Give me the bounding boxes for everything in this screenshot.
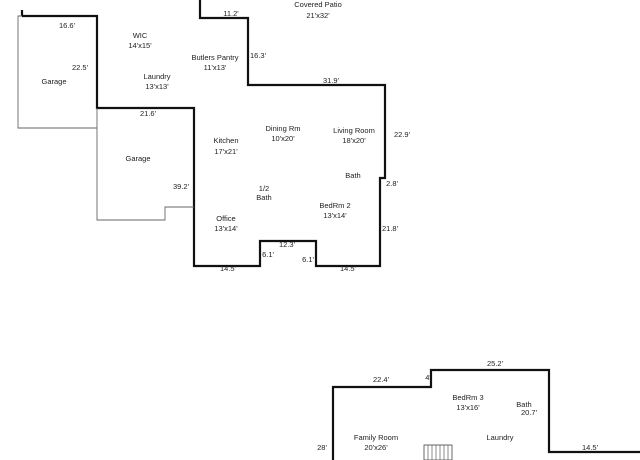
room-garage-lower-name: Garage [125,154,150,163]
room-bath-lower-name: Bath [516,400,531,409]
room-half-bath-name: 1/2 [259,184,269,193]
room-bedrm-2-size: 13'x14' [323,211,347,220]
room-wic-name: WIC [133,31,148,40]
room-covered-patio-name: Covered Patio [294,0,342,9]
lower-floor-outline [331,368,640,460]
room-butlers-pantry-name: Butlers Pantry [191,53,238,62]
room-covered-patio-size: 21'x32' [306,11,330,20]
dim-4: 4' [425,373,431,382]
dim-14-5-lower: 14.5' [582,443,599,452]
dim-22-9: 22.9' [394,130,411,139]
room-half-bath-label: Bath [256,193,271,202]
room-butlers-pantry-size: 11'x13' [204,63,227,72]
stairs-icon [423,444,453,460]
room-living-room-name: Living Room [333,126,375,135]
room-laundry-name: Laundry [143,72,170,81]
garage-lower-outline [96,108,194,221]
dim-22-4: 22.4' [373,375,390,384]
dim-25-2: 25.2' [487,359,504,368]
room-dining-rm-size: 10'x20' [271,134,295,143]
dim-20-7: 20.7' [521,408,538,417]
room-family-room-name: Family Room [354,433,398,442]
dim-21-6: 21.6' [140,109,157,118]
room-bedrm-3-size: 13'x16' [456,403,480,412]
dim-31-9: 31.9' [323,76,340,85]
dim-22-5: 22.5' [72,63,89,72]
room-kitchen-size: 17'x21' [214,147,238,156]
room-family-room-size: 20'x26' [364,443,388,452]
dim-6-1-left: 6.1' [262,250,274,259]
room-laundry-lower-name: Laundry [486,433,513,442]
room-kitchen-name: Kitchen [213,136,238,145]
room-office-name: Office [216,214,235,223]
room-laundry-size: 13'x13' [145,82,169,91]
dim-14-5-left: 14.5' [220,264,237,273]
room-garage-upper-name: Garage [41,77,66,86]
dim-2-8: 2.8' [386,179,398,188]
garage-upper-outline [17,15,97,129]
dim-21-8: 21.8' [382,224,399,233]
room-bath-main-name: Bath [345,171,360,180]
dim-16-6: 16.6' [59,21,76,30]
dim-6-1-right: 6.1' [302,255,314,264]
dim-16-3: 16.3' [250,51,267,60]
room-bedrm-3-name: BedRm 3 [452,393,483,402]
dim-28: 28' [317,443,327,452]
room-wic-size: 14'x15' [128,41,152,50]
room-dining-rm-name: Dining Rm [265,124,300,133]
dim-14-5-right: 14.5' [340,264,357,273]
dim-39-2: 39.2' [173,182,190,191]
dim-12-3: 12.3' [279,240,296,249]
main-floor-outline [22,0,387,268]
room-office-size: 13'x14' [214,224,238,233]
room-bedrm-2-name: BedRm 2 [319,201,350,210]
room-living-room-size: 18'x20' [342,136,366,145]
dim-11-2: 11.2' [223,9,239,18]
